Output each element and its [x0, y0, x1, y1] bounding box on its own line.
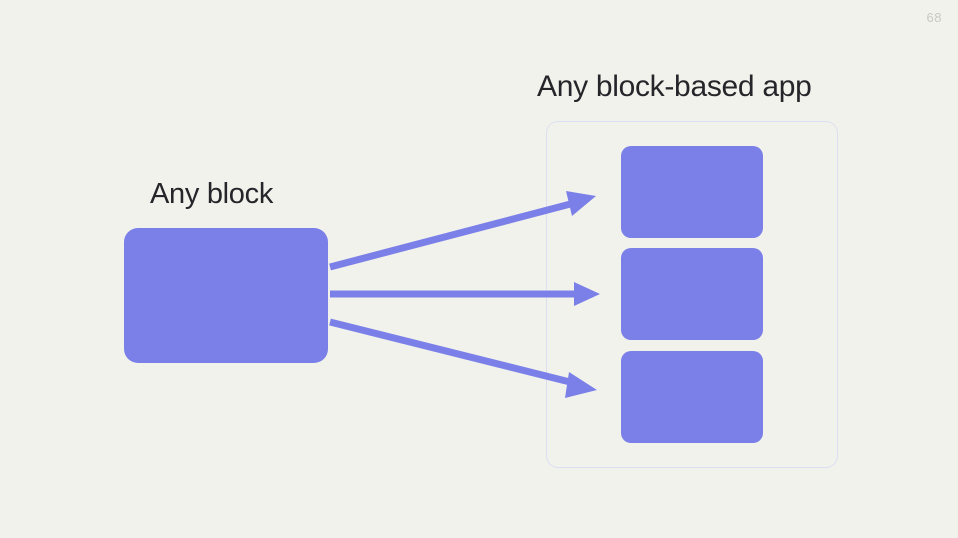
app-block-2: [621, 248, 763, 340]
any-block-label: Any block: [150, 178, 274, 210]
app-block-1: [621, 146, 763, 238]
any-block-shape: [124, 228, 328, 363]
page-title: Any block-based app: [537, 70, 812, 103]
app-block-3: [621, 351, 763, 443]
page-number: 68: [926, 10, 942, 25]
